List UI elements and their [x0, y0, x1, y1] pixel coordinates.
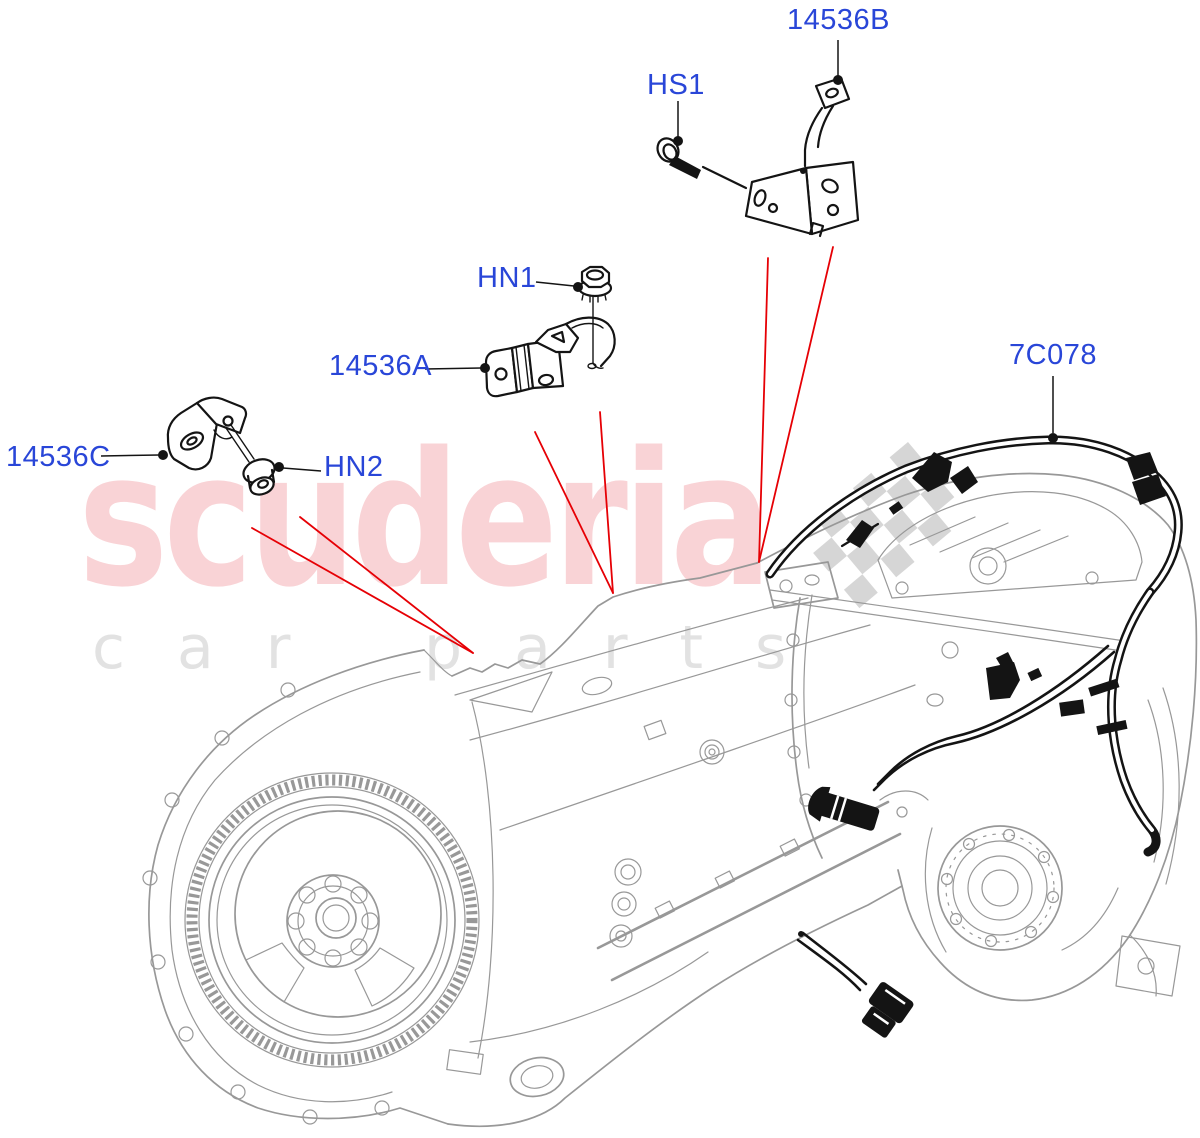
callout-14536c[interactable]: 14536C [6, 441, 111, 473]
callout-hs1[interactable]: HS1 [647, 69, 705, 101]
callout-hn2[interactable]: HN2 [324, 451, 384, 483]
harness-connector-icon [840, 452, 1166, 736]
callout-hn1[interactable]: HN1 [477, 262, 537, 294]
bracket-14536a-drawing [484, 316, 616, 398]
callout-7c078[interactable]: 7C078 [1009, 339, 1097, 371]
bolt-hs1-drawing [656, 137, 748, 190]
callout-14536b[interactable]: 14536B [787, 4, 890, 36]
watermark-word-car: car [92, 613, 343, 683]
transmission-case-drawing [446, 562, 916, 1128]
flywheel-drawing [184, 772, 480, 1068]
bell-housing-drawing [142, 649, 553, 1125]
leader-lines [100, 40, 1058, 472]
harness-drop-wire-connector-icon [796, 931, 914, 1038]
bracket-14536c-drawing [166, 396, 255, 471]
harness-end-connector-icon [808, 786, 880, 831]
bracket-14536b-drawing [744, 76, 860, 238]
red-pointer-lines [251, 246, 834, 654]
watermark-word-parts: parts [424, 613, 839, 683]
callout-14536a[interactable]: 14536A [329, 350, 432, 382]
nut-hn2-drawing [242, 458, 276, 496]
wiring-harness-drawing [765, 435, 1183, 1038]
